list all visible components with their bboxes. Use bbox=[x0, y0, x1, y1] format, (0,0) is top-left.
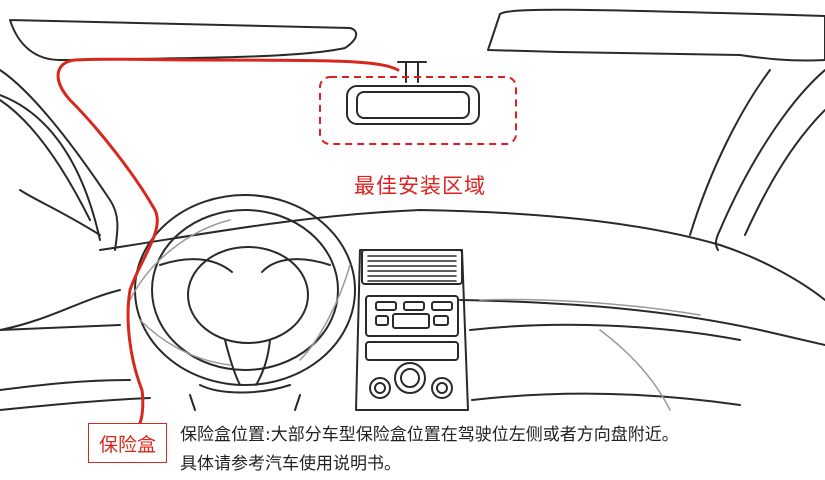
mirror-stem bbox=[405, 61, 419, 83]
rearview-mirror bbox=[346, 85, 480, 125]
steering-wheel bbox=[134, 194, 356, 386]
fuse-box-label: 保险盒 bbox=[88, 423, 167, 463]
fuse-box-note: 保险盒位置:大部分车型保险盒位置在驾驶位左侧或者方向盘附近。 具体请参考汽车使用… bbox=[180, 421, 820, 479]
climate-knob-center bbox=[394, 362, 426, 394]
note-line-2: 具体请参考汽车使用说明书。 bbox=[180, 454, 401, 474]
cable-route bbox=[56, 57, 400, 425]
radio-unit bbox=[365, 295, 459, 337]
left-a-pillar-top bbox=[9, 19, 358, 61]
best-install-zone-label: 最佳安装区域 bbox=[354, 174, 486, 198]
climate-knob-left bbox=[369, 377, 391, 399]
note-line-1: 保险盒位置:大部分车型保险盒位置在驾驶位左侧或者方向盘附近。 bbox=[180, 425, 679, 445]
right-a-pillar-top bbox=[487, 8, 825, 62]
climate-knob-right bbox=[431, 377, 453, 399]
best-install-zone-box bbox=[319, 76, 517, 145]
